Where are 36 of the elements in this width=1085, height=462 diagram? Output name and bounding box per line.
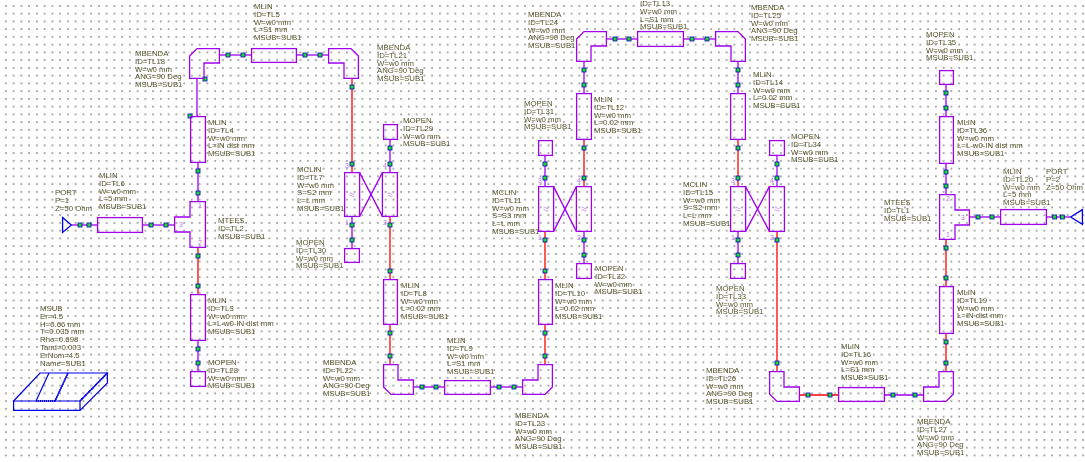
wire xyxy=(799,392,839,398)
wire xyxy=(943,163,949,195)
wire xyxy=(606,36,638,42)
wire xyxy=(413,384,445,390)
wire xyxy=(884,392,924,398)
wire xyxy=(187,76,208,119)
wire xyxy=(581,231,587,264)
wire xyxy=(387,324,393,365)
wire xyxy=(1046,214,1071,220)
wire xyxy=(943,333,949,372)
wire xyxy=(71,222,98,228)
wire xyxy=(581,139,587,187)
wire xyxy=(542,324,548,365)
wire xyxy=(296,52,329,58)
wire xyxy=(683,36,716,42)
wire xyxy=(195,162,201,202)
wire xyxy=(735,139,741,187)
wire xyxy=(195,247,201,295)
wire xyxy=(735,231,741,264)
wire xyxy=(969,214,1001,220)
wire xyxy=(943,239,949,287)
wire xyxy=(387,216,393,280)
wire xyxy=(490,384,523,390)
wire xyxy=(142,222,175,228)
wire xyxy=(943,84,949,117)
wire xyxy=(581,61,587,94)
wire xyxy=(774,231,780,372)
wire xyxy=(195,340,201,372)
wire xyxy=(735,61,741,94)
wire xyxy=(774,155,780,187)
wire xyxy=(349,216,355,249)
wire xyxy=(219,52,252,58)
wire xyxy=(542,231,548,280)
wire xyxy=(387,139,393,173)
wire xyxy=(542,155,548,187)
wire xyxy=(349,78,355,173)
